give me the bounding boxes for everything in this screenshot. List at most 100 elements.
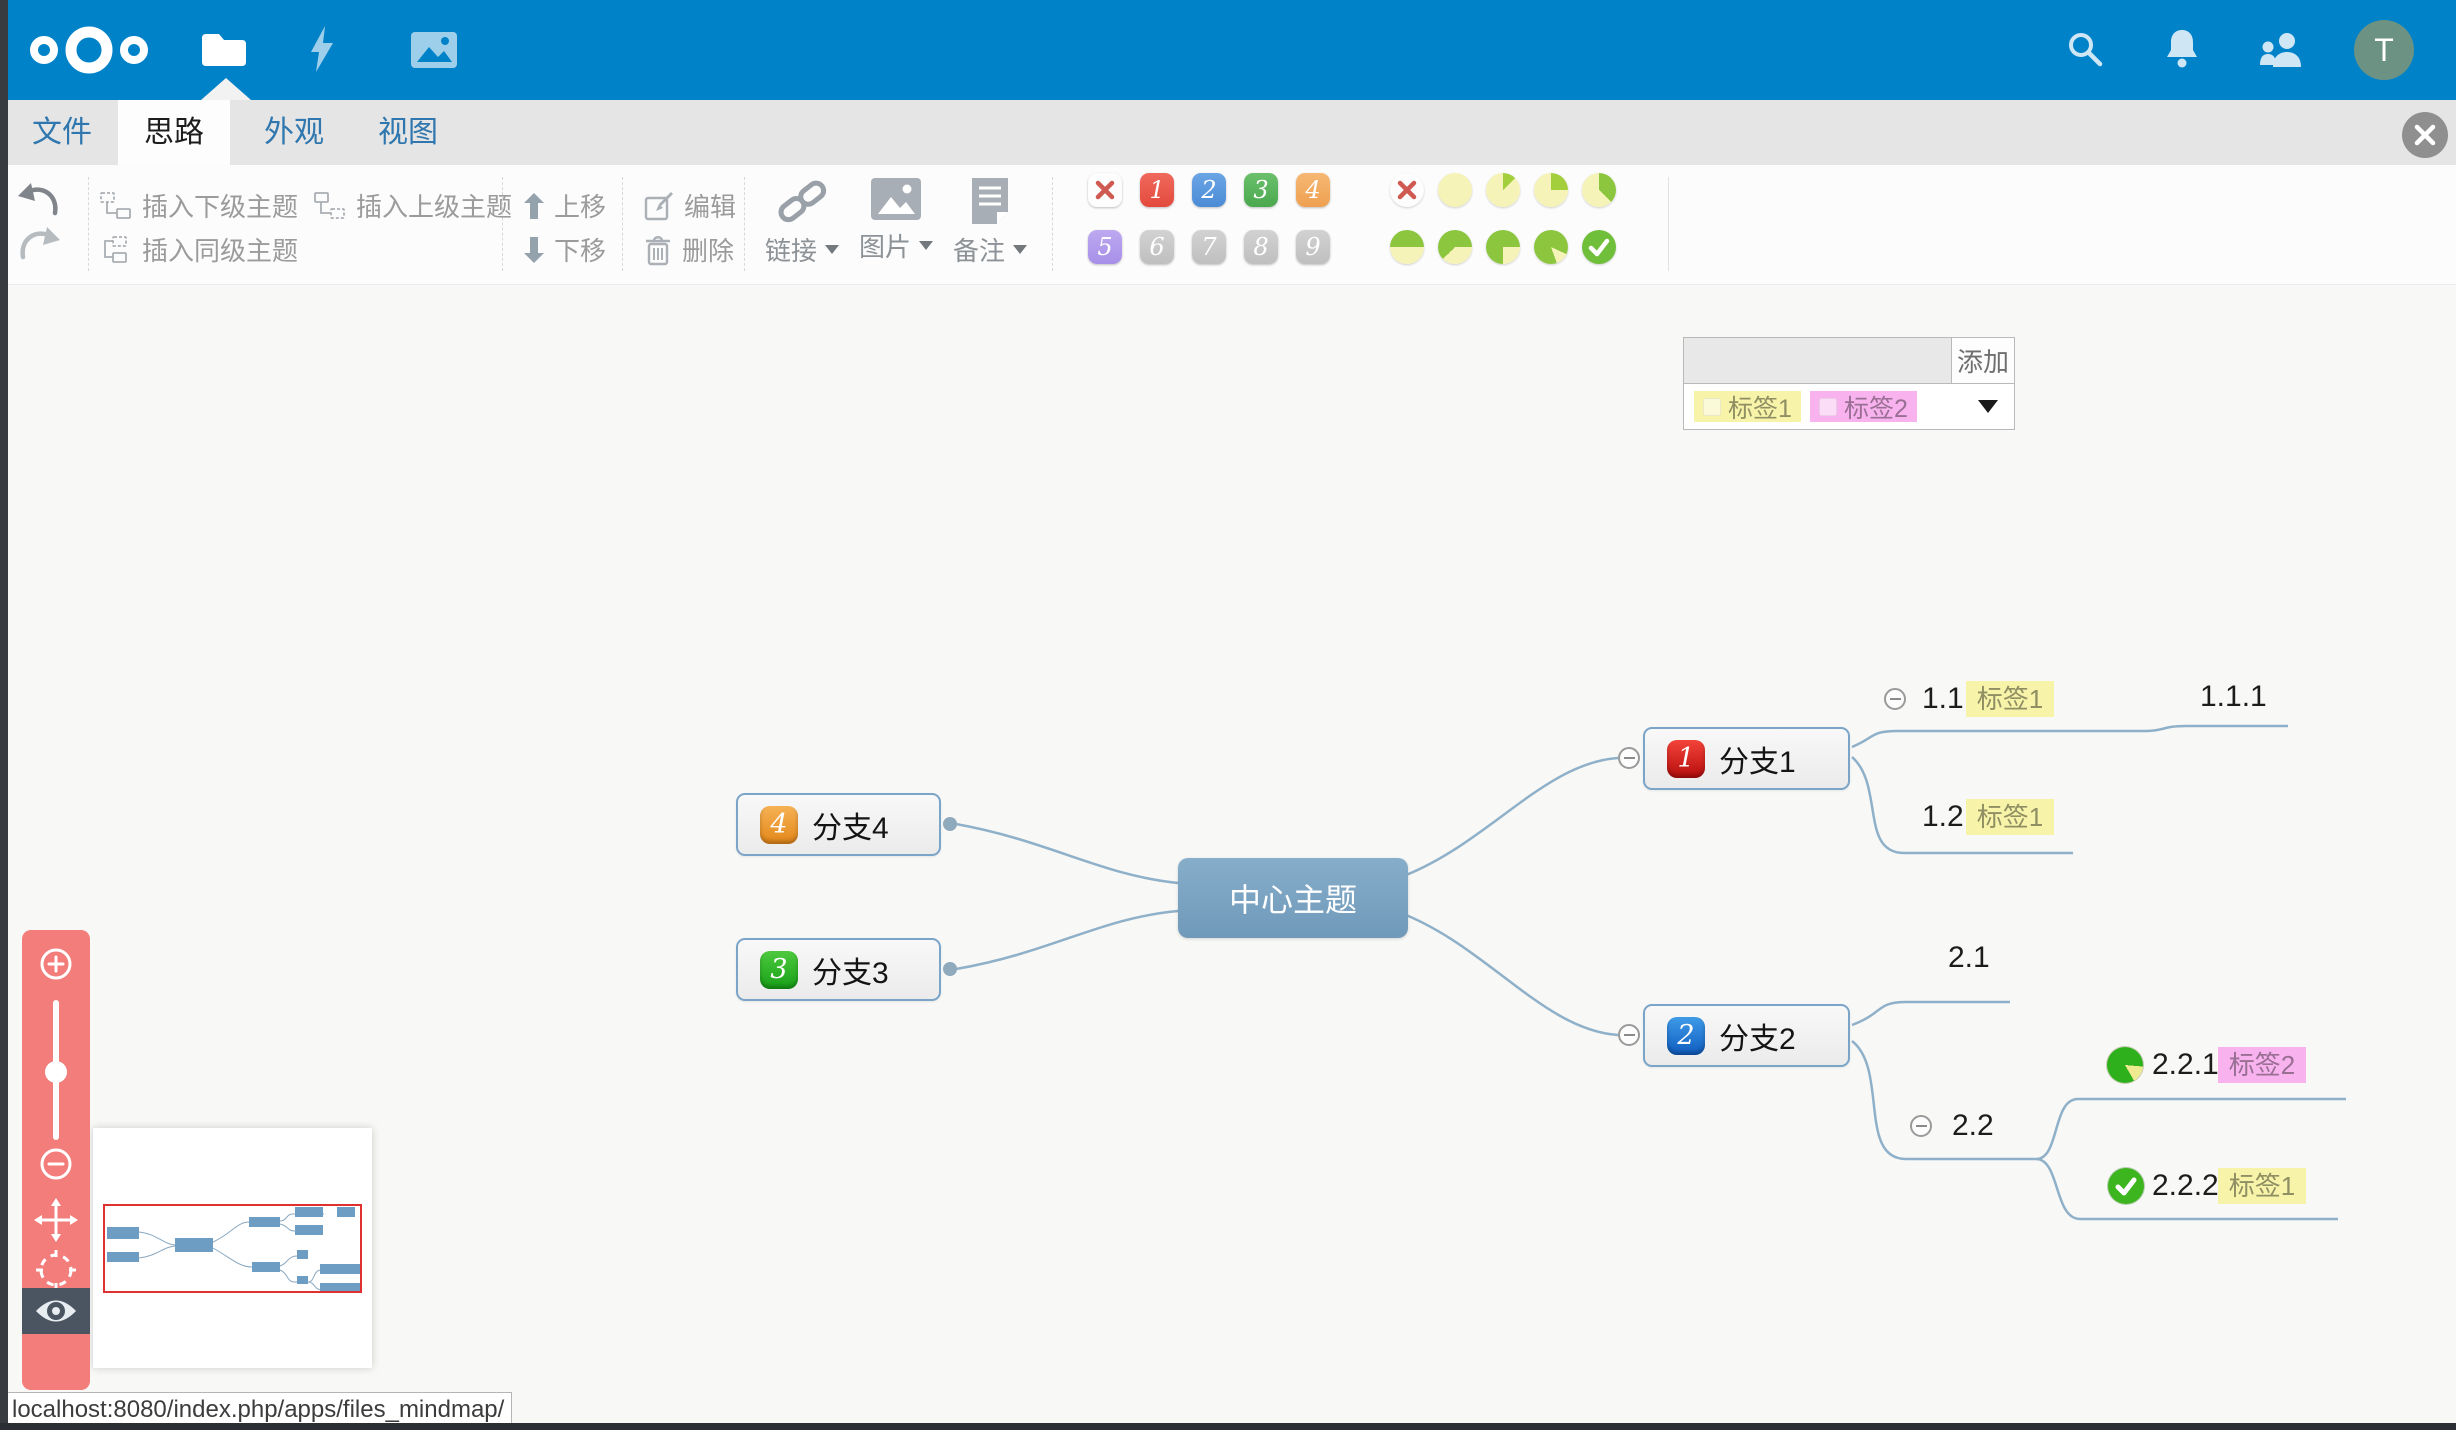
redo-button[interactable] xyxy=(16,223,62,265)
subtopic-2-2-2-tag[interactable]: 标签1 xyxy=(2218,1168,2306,1204)
collapse-handle-branch1[interactable] xyxy=(1618,747,1640,769)
branch1-node[interactable]: 1 分支1 xyxy=(1643,727,1850,790)
branch4-node[interactable]: 4 分支4 xyxy=(736,793,941,856)
insert-sibling-topic-button[interactable]: 插入同级主题 xyxy=(100,231,298,268)
progress-18-button[interactable] xyxy=(1486,173,1520,207)
priority-2-button[interactable]: 2 xyxy=(1192,173,1226,207)
subtopic-2-2[interactable]: 2.2 xyxy=(1952,1109,1994,1142)
branch3-node[interactable]: 3 分支3 xyxy=(736,938,941,1001)
search-icon[interactable] xyxy=(2066,30,2104,70)
priority-7-button[interactable]: 7 xyxy=(1192,230,1226,264)
move-down-label: 下移 xyxy=(554,236,607,266)
overview-toggle[interactable] xyxy=(22,1288,90,1334)
priority-8-button[interactable]: 8 xyxy=(1244,230,1278,264)
tag-input-row: 添加 xyxy=(1684,338,2014,384)
priority-3-button[interactable]: 3 xyxy=(1244,173,1278,207)
tag-option-1[interactable]: 标签1 xyxy=(1694,391,1801,423)
toolbar-separator xyxy=(88,177,89,271)
notifications-bell-icon[interactable] xyxy=(2164,28,2200,70)
tab-mind[interactable]: 思路 xyxy=(118,100,230,165)
toolbar-separator xyxy=(1052,177,1053,271)
delete-button[interactable]: 删除 xyxy=(644,231,734,268)
tab-appearance-label: 外观 xyxy=(264,116,324,149)
central-topic-label: 中心主题 xyxy=(1228,882,1357,918)
progress-38-button[interactable] xyxy=(1582,173,1616,207)
move-up-button[interactable]: 上移 xyxy=(524,187,606,224)
progress-0-button[interactable] xyxy=(1438,173,1472,207)
undo-button[interactable] xyxy=(16,179,62,221)
tag-add-button[interactable]: 添加 xyxy=(1951,338,2014,383)
branch2-node[interactable]: 2 分支2 xyxy=(1643,1004,1850,1067)
subtopic-2-2-2[interactable]: 2.2.2 xyxy=(2152,1169,2219,1202)
tab-file[interactable]: 文件 xyxy=(20,100,104,165)
zoom-control-panel xyxy=(22,930,90,1390)
mindmap-canvas[interactable] xyxy=(0,285,2456,1430)
image-icon xyxy=(871,178,921,220)
image-label: 图片 xyxy=(858,232,911,262)
progress-78-button[interactable] xyxy=(1534,230,1568,264)
toolbar-separator xyxy=(744,177,745,271)
toolbar-separator xyxy=(502,177,503,271)
tab-view[interactable]: 视图 xyxy=(366,100,450,165)
tag-input[interactable] xyxy=(1684,338,1951,383)
center-target-icon[interactable] xyxy=(34,1248,78,1292)
tag-option-2[interactable]: 标签2 xyxy=(1810,391,1917,423)
priority-4-button[interactable]: 4 xyxy=(1296,173,1330,207)
subtopic-1-2[interactable]: 1.2 xyxy=(1922,800,1964,833)
insert-child-label: 插入下级主题 xyxy=(142,192,299,222)
subtopic-1-1-tag[interactable]: 标签1 xyxy=(1966,681,2054,717)
subtopic-1-1-1[interactable]: 1.1.1 xyxy=(2200,680,2267,713)
subtopic-2-2-1[interactable]: 2.2.1 xyxy=(2152,1048,2219,1081)
activity-app-icon[interactable] xyxy=(308,26,336,72)
minimap-viewport[interactable] xyxy=(103,1204,362,1293)
priority-clear-button[interactable] xyxy=(1088,173,1122,207)
collapse-handle-branch2[interactable] xyxy=(1618,1024,1640,1046)
pan-move-icon[interactable] xyxy=(34,1198,78,1242)
nextcloud-logo-icon[interactable] xyxy=(28,22,150,78)
status-url-text: localhost:8080/index.php/apps/files_mind… xyxy=(12,1396,505,1423)
note-dropdown-button[interactable]: 备注 xyxy=(944,177,1036,268)
priority-5-button[interactable]: 5 xyxy=(1088,230,1122,264)
progress-clear-button[interactable] xyxy=(1390,173,1424,207)
priority-9-button[interactable]: 9 xyxy=(1296,230,1330,264)
subtopic-1-2-tag[interactable]: 标签1 xyxy=(1966,799,2054,835)
progress-58-button[interactable] xyxy=(1438,230,1472,264)
collapse-handle-1-1[interactable] xyxy=(1884,688,1906,710)
window-edge xyxy=(0,1423,2456,1430)
central-topic-node[interactable]: 中心主题 xyxy=(1178,858,1408,938)
subtopic-2-1[interactable]: 2.1 xyxy=(1948,941,1990,974)
progress-12-button[interactable] xyxy=(1390,230,1424,264)
contacts-icon[interactable] xyxy=(2258,32,2304,70)
zoom-slider-thumb[interactable] xyxy=(45,1061,67,1083)
insert-child-topic-button[interactable]: 插入下级主题 xyxy=(100,187,298,224)
link-dropdown-button[interactable]: 链接 xyxy=(756,177,848,268)
zoom-out-icon[interactable] xyxy=(38,1146,74,1182)
priority-8-label: 8 xyxy=(1253,233,1269,261)
subtopic-1-1[interactable]: 1.1 xyxy=(1922,682,1964,715)
files-app-icon[interactable] xyxy=(200,30,248,70)
priority-5-label: 5 xyxy=(1097,233,1113,261)
subtopic-2-2-1-tag[interactable]: 标签2 xyxy=(2218,1047,2306,1083)
minimap-panel[interactable] xyxy=(93,1128,372,1368)
tag-select-row: 标签1 标签2 xyxy=(1684,384,2014,429)
progress-34-button[interactable] xyxy=(1486,230,1520,264)
priority-3-label: 3 xyxy=(1253,176,1269,204)
move-down-button[interactable]: 下移 xyxy=(524,231,606,268)
zoom-in-icon[interactable] xyxy=(38,946,74,982)
image-dropdown-button[interactable]: 图片 xyxy=(850,177,942,264)
close-editor-button[interactable] xyxy=(2402,112,2448,158)
priority-1-button[interactable]: 1 xyxy=(1140,173,1174,207)
mindmap-toolbar: 插入下级主题 插入上级主题 插入同级主题 上移 xyxy=(0,165,2456,430)
insert-sibling-icon xyxy=(104,235,127,263)
priority-6-button[interactable]: 6 xyxy=(1140,230,1174,264)
collapse-handle-2-2[interactable] xyxy=(1910,1115,1932,1137)
gallery-app-icon[interactable] xyxy=(410,30,458,70)
insert-parent-topic-button[interactable]: 插入上级主题 xyxy=(314,187,512,224)
progress-done-button[interactable] xyxy=(1582,230,1616,264)
progress-14-button[interactable] xyxy=(1534,173,1568,207)
tab-appearance[interactable]: 外观 xyxy=(252,100,336,165)
dropdown-caret-icon[interactable] xyxy=(1978,400,1998,413)
priority-badge: 2 xyxy=(1667,1016,1705,1055)
edit-button[interactable]: 编辑 xyxy=(644,187,736,224)
user-avatar[interactable]: T xyxy=(2354,20,2414,80)
